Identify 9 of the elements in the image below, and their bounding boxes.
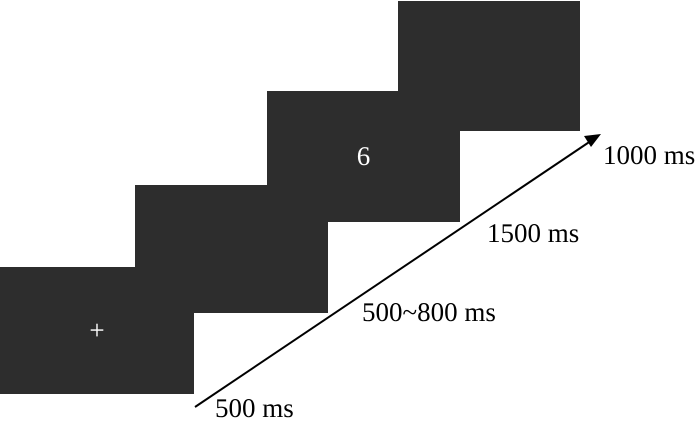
fixation-cross: + (89, 317, 105, 344)
display-screen (267, 91, 460, 222)
duration-label: 500~800 ms (362, 299, 496, 326)
duration-label: 1500 ms (487, 220, 580, 247)
duration-label: 1000 ms (603, 142, 696, 169)
display-screen (398, 1, 580, 131)
digit-stimulus: 6 (356, 143, 370, 170)
display-screen (0, 267, 194, 394)
duration-label: 500 ms (215, 395, 294, 422)
